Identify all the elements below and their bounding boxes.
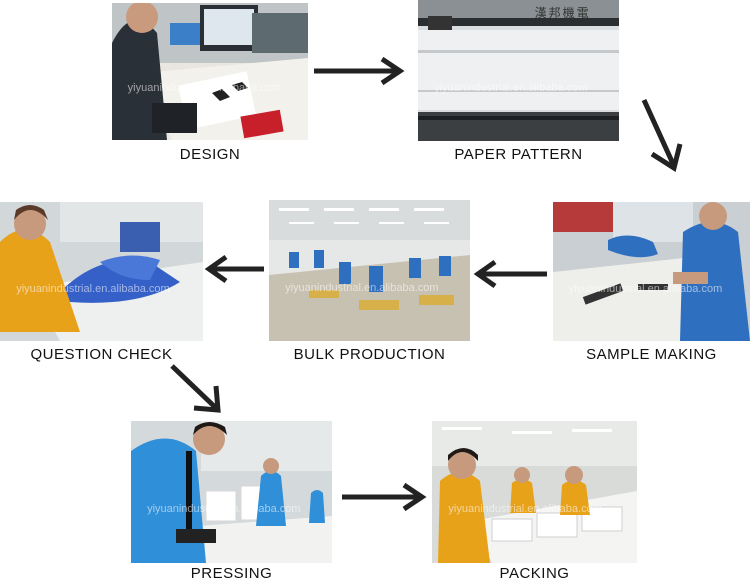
step-label-bulk-production: BULK PRODUCTION bbox=[269, 346, 470, 363]
arrow-pressing-to-packing bbox=[340, 482, 428, 512]
watermark-text: yiyuanindustrial.en.alibaba.com bbox=[16, 283, 169, 295]
bulk-production-photo: yiyuanindustrial.en.alibaba.com bbox=[269, 200, 470, 341]
step-label-packing: PACKING bbox=[432, 565, 637, 582]
watermark-text: yiyuanindustrial.en.alibaba.com bbox=[434, 82, 587, 94]
machine-brand-text: 漢邦機電 bbox=[535, 4, 591, 21]
arrow-question-check-to-pressing bbox=[168, 362, 228, 418]
question-check-photo: yiyuanindustrial.en.alibaba.com bbox=[0, 202, 203, 341]
step-label-question-check: QUESTION CHECK bbox=[0, 346, 203, 363]
packing-photo: yiyuanindustrial.en.alibaba.com bbox=[432, 421, 637, 563]
step-label-design: DESIGN bbox=[112, 146, 308, 163]
watermark-text: yiyuanindustrial.en.alibaba.com bbox=[448, 503, 601, 515]
pressing-photo: yiyuanindustrial.en.alibaba.com bbox=[131, 421, 332, 563]
arrow-design-to-paper-pattern bbox=[312, 56, 408, 86]
watermark-text: yiyuanindustrial.en.alibaba.com bbox=[569, 283, 722, 295]
arrow-sample-making-to-bulk-production bbox=[473, 259, 549, 289]
watermark-text: yiyuanindustrial.en.alibaba.com bbox=[128, 82, 281, 94]
watermark-text: yiyuanindustrial.en.alibaba.com bbox=[285, 282, 438, 294]
step-label-pressing: PRESSING bbox=[131, 565, 332, 582]
paper-pattern-photo: 漢邦機電 yiyuanindustrial.en.alibaba.com bbox=[418, 0, 619, 141]
arrow-bulk-production-to-question-check bbox=[204, 254, 266, 284]
sample-making-photo: yiyuanindustrial.en.alibaba.com bbox=[553, 202, 750, 341]
arrow-paper-pattern-to-sample-making bbox=[636, 96, 686, 176]
step-label-paper-pattern: PAPER PATTERN bbox=[418, 146, 619, 163]
step-label-sample-making: SAMPLE MAKING bbox=[553, 346, 750, 363]
design-photo: yiyuanindustrial.en.alibaba.com bbox=[112, 3, 308, 140]
watermark-text: yiyuanindustrial.en.alibaba.com bbox=[147, 503, 300, 515]
